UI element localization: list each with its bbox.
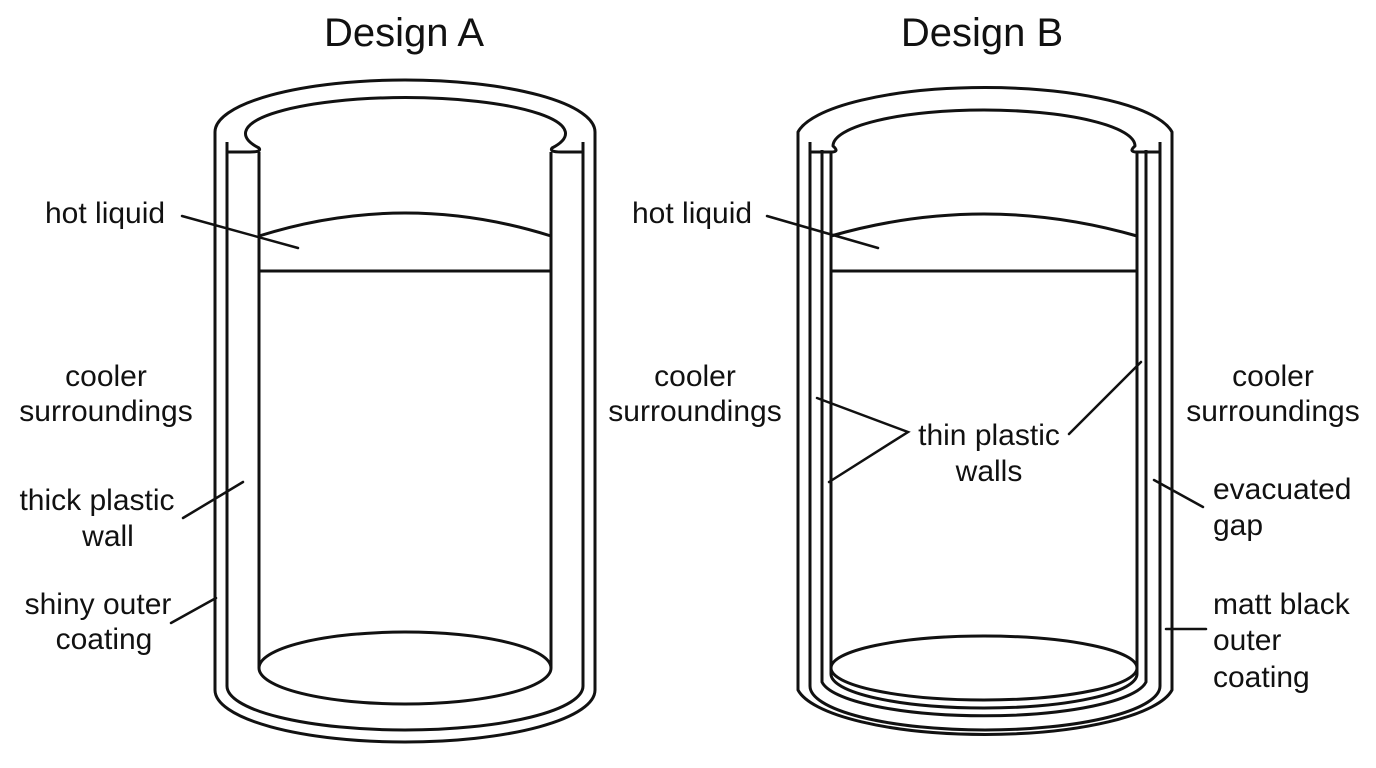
design-b-outer-shell [796, 86, 1174, 736]
design-b-label-gap-1: evacuated [1213, 473, 1351, 506]
design-a-rim [227, 96, 583, 154]
design-b-leader-thin-walls-right [1067, 360, 1143, 436]
design-a-group: Design A hot liquid cooler surroundings … [19, 11, 597, 744]
design-b-label-cooler-left-1: cooler [654, 360, 736, 393]
design-b-label-walls-2: walls [955, 455, 1023, 488]
design-a-leader-coating [169, 596, 218, 625]
design-b-label-cooler-right-2: surroundings [1186, 395, 1359, 428]
design-b-matt-coating [808, 142, 1162, 732]
design-a-leader-wall [181, 480, 245, 520]
design-a-outer-shell [213, 78, 597, 744]
design-b-outer-wall-inner [820, 150, 1148, 718]
design-a-label-wall-2: wall [81, 520, 134, 553]
design-b-label-cooler-left-2: surroundings [608, 395, 781, 428]
design-b-rim [810, 108, 1160, 154]
design-a-label-cooler-1: cooler [65, 360, 147, 393]
design-b-inner-wall-outer [829, 152, 1139, 710]
design-a-label-hot-liquid: hot liquid [45, 197, 165, 230]
design-b-group: Design B hot liquid cooler surroundings … [608, 11, 1360, 736]
design-b-label-cooler-right-1: cooler [1232, 360, 1314, 393]
design-b-label-coating-1: matt black [1213, 588, 1351, 621]
design-b-leader-thin-walls-left [815, 396, 911, 484]
design-b-leader-hot-liquid [765, 214, 880, 250]
design-b-inner-vessel [829, 152, 1139, 668]
design-a-title: Design A [324, 11, 484, 55]
design-b-label-coating-3: coating [1213, 661, 1310, 694]
design-a-leader-hot-liquid [180, 214, 300, 250]
design-b-label-hot-liquid: hot liquid [632, 197, 752, 230]
design-b-inner-base [829, 634, 1139, 702]
design-b-label-gap-2: gap [1213, 509, 1263, 542]
design-a-label-coating-2: coating [56, 623, 153, 656]
design-a-label-coating-1: shiny outer [25, 588, 172, 621]
design-a-inner-base [257, 630, 553, 706]
design-a-label-wall-1: thick plastic [19, 484, 174, 517]
design-b-title: Design B [901, 11, 1063, 55]
design-a-label-cooler-2: surroundings [19, 395, 192, 428]
design-a-shiny-coating [225, 142, 585, 732]
design-b-leader-gap [1152, 478, 1205, 509]
design-a-liquid-surface [258, 211, 552, 273]
design-b-label-coating-2: outer [1213, 624, 1281, 657]
design-a-inner-vessel [257, 152, 553, 668]
design-b-liquid-surface [830, 212, 1138, 273]
design-b-label-walls-1: thin plastic [918, 419, 1060, 452]
